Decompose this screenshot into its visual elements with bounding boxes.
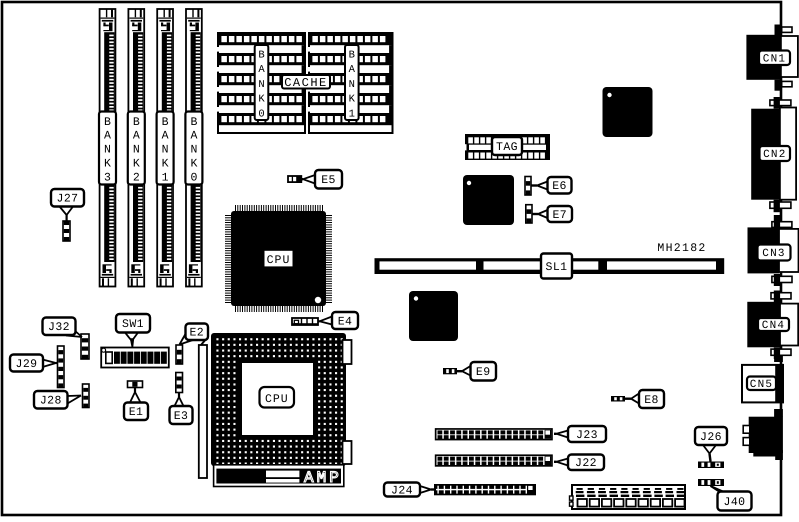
svg-text:E5: E5 (321, 174, 336, 187)
svg-text:N: N (162, 144, 169, 157)
svg-text:1: 1 (162, 171, 169, 184)
svg-text:J24: J24 (391, 484, 413, 497)
svg-text:K: K (349, 94, 356, 106)
svg-text:E3: E3 (174, 410, 189, 423)
svg-text:A: A (104, 130, 111, 143)
svg-text:3: 3 (104, 171, 111, 184)
svg-text:B: B (349, 49, 355, 61)
svg-text:E1: E1 (129, 406, 144, 419)
svg-text:A: A (190, 130, 197, 143)
svg-text:J22: J22 (575, 457, 597, 470)
svg-text:SL1: SL1 (546, 261, 568, 274)
svg-text:MH2182: MH2182 (657, 242, 706, 255)
svg-text:0: 0 (258, 109, 264, 121)
svg-text:CN3: CN3 (762, 248, 785, 260)
svg-text:CACHE: CACHE (284, 76, 328, 90)
svg-text:J27: J27 (57, 193, 79, 206)
svg-text:J23: J23 (576, 429, 598, 442)
svg-text:N: N (349, 79, 355, 91)
svg-text:J29: J29 (16, 358, 38, 371)
svg-text:K: K (258, 94, 265, 106)
svg-text:0: 0 (190, 171, 197, 184)
svg-text:CN2: CN2 (763, 149, 786, 161)
svg-text:CPU: CPU (267, 254, 291, 267)
svg-text:A: A (162, 130, 169, 143)
svg-text:J28: J28 (40, 395, 62, 408)
svg-text:E6: E6 (552, 180, 567, 193)
svg-text:N: N (258, 79, 264, 91)
svg-text:B: B (133, 116, 140, 129)
svg-text:K: K (104, 158, 111, 171)
svg-text:E9: E9 (476, 366, 491, 379)
svg-text:B: B (104, 116, 111, 129)
svg-text:E8: E8 (644, 394, 659, 407)
svg-text:AMP: AMP (304, 469, 342, 487)
svg-text:A: A (133, 130, 140, 143)
svg-text:E2: E2 (189, 327, 204, 340)
svg-text:E4: E4 (338, 315, 353, 328)
svg-text:CPU: CPU (265, 393, 289, 406)
svg-text:A: A (258, 64, 265, 76)
svg-text:J26: J26 (700, 431, 722, 444)
svg-text:2: 2 (133, 171, 140, 184)
svg-text:TAG: TAG (496, 141, 518, 154)
svg-text:CN5: CN5 (750, 379, 773, 391)
svg-text:J40: J40 (724, 496, 746, 509)
svg-text:CN4: CN4 (762, 320, 785, 332)
svg-text:A: A (349, 64, 356, 76)
svg-text:B: B (162, 116, 169, 129)
svg-text:K: K (190, 158, 197, 171)
svg-text:K: K (162, 158, 169, 171)
svg-text:N: N (190, 144, 197, 157)
svg-text:1: 1 (349, 109, 355, 121)
svg-text:N: N (133, 144, 140, 157)
svg-text:K: K (133, 158, 140, 171)
svg-text:B: B (258, 49, 264, 61)
svg-text:CN1: CN1 (763, 54, 786, 66)
svg-text:E7: E7 (552, 209, 567, 222)
svg-text:B: B (190, 116, 197, 129)
svg-text:J32: J32 (48, 321, 70, 334)
svg-text:N: N (104, 144, 111, 157)
svg-text:SW1: SW1 (122, 318, 144, 331)
